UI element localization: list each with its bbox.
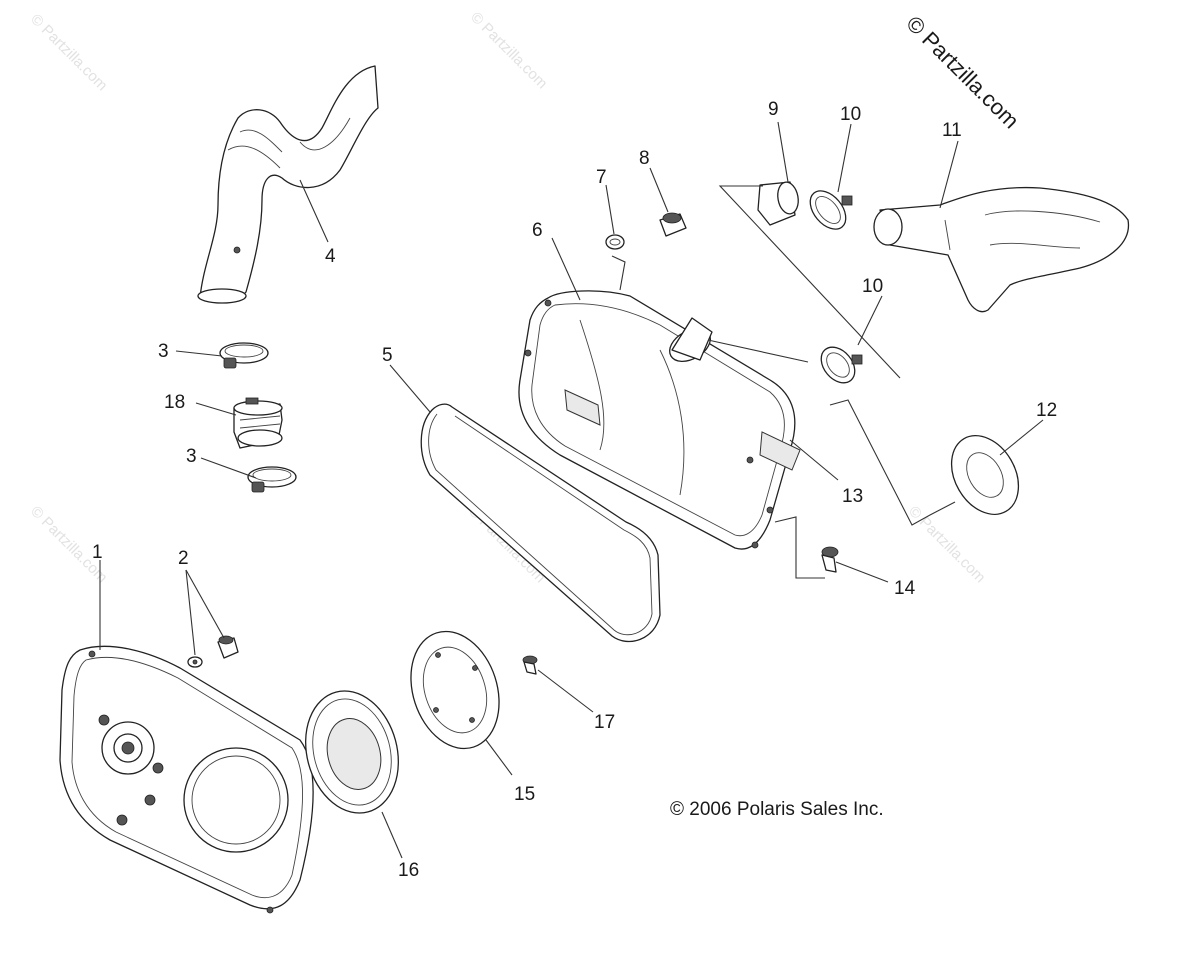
- callout-16: 16: [398, 860, 419, 881]
- copyright-notice: © 2006 Polaris Sales Inc.: [670, 799, 884, 820]
- part-2-bolt: [187, 635, 239, 668]
- callout-9: 9: [768, 99, 779, 120]
- callout-10: 10: [862, 276, 883, 297]
- watermark: © Partzilla.com: [905, 503, 988, 586]
- part-12-gasket: [950, 435, 1020, 515]
- callout-5: 5: [382, 345, 393, 366]
- callout-6: 6: [532, 220, 543, 241]
- callout-3: 3: [186, 446, 197, 467]
- part-5-drive-belt: [420, 403, 661, 643]
- part-11-intake-boot: [873, 186, 1130, 313]
- callout-2: 2: [178, 548, 189, 569]
- callout-18: 18: [164, 392, 185, 413]
- callout-3: 3: [158, 341, 169, 362]
- brand-mark: © Partzilla.com: [901, 11, 1024, 134]
- part-1-inner-cover: [59, 645, 314, 914]
- part-3-clamp-upper: [219, 342, 269, 369]
- part-3-clamp-lower: [247, 466, 297, 493]
- part-15-plate: [410, 630, 500, 750]
- part-4-intake-duct: [197, 65, 379, 304]
- part-18-coupler: [233, 397, 283, 449]
- callout-17: 17: [594, 712, 615, 733]
- part-8-plug: [659, 212, 687, 237]
- callout-1: 1: [92, 542, 103, 563]
- part-6-outer-cover: [518, 290, 801, 550]
- callout-10: 10: [840, 104, 861, 125]
- part-16-seal: [305, 690, 399, 814]
- callout-11: 11: [942, 120, 962, 141]
- part-10-clamp-upper: [809, 190, 853, 230]
- callout-7: 7: [596, 167, 607, 188]
- callout-4: 4: [325, 246, 336, 267]
- part-17-screw: [522, 655, 538, 675]
- watermark: © Partzilla.com: [27, 11, 110, 94]
- part-7-o-ring: [605, 234, 625, 250]
- part-9-sleeve: [757, 181, 799, 226]
- callout-8: 8: [639, 148, 650, 169]
- callout-13: 13: [842, 486, 863, 507]
- leader-lines: [99, 121, 1044, 859]
- part-14-screw: [821, 546, 839, 573]
- part-10-clamp-lower: [820, 346, 863, 384]
- callout-14: 14: [894, 578, 916, 599]
- watermark: © Partzilla.com: [467, 9, 550, 92]
- callout-12: 12: [1036, 400, 1057, 421]
- callouts: 1 2 3 18 3 4 5 6 7 8 9 10 11 10 12 13 14…: [92, 99, 1057, 881]
- callout-15: 15: [514, 784, 535, 805]
